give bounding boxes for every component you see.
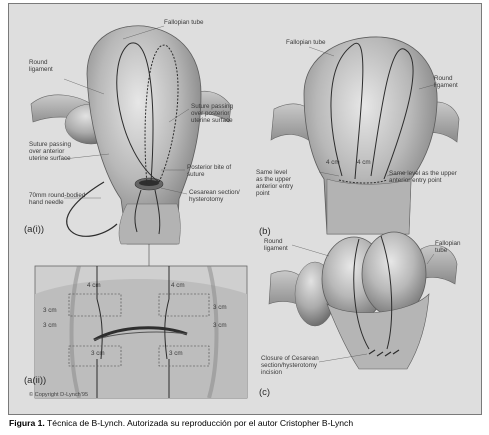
panel-a-ii-drawing: [34, 265, 248, 399]
panel-a-i-drawing: [30, 25, 232, 269]
label-cm-ii-left-top: 3 cm: [43, 307, 57, 314]
panel-label-c: (c): [259, 387, 271, 398]
caption-text: Técnica de B-Lynch. Autorizada su reprod…: [44, 418, 354, 428]
copyright-notice: © Copyright D-Lynch'95: [29, 392, 89, 398]
label-cm-ii-right-top: 3 cm: [213, 304, 227, 311]
label-needle: 70mm round-bodied hand needle: [29, 192, 86, 206]
label-cm-b-left: 4 cm: [326, 159, 340, 166]
label-cm-ii-top-left: 4 cm: [87, 282, 101, 289]
label-fallopian-tube-c: Fallopian tube: [435, 240, 461, 254]
label-round-ligament-b: Round ligament: [434, 75, 458, 89]
label-posterior-bite: Posterior bite of suture: [187, 164, 232, 178]
caption-prefix: Figura 1.: [9, 418, 45, 428]
label-round-ligament-a: Round ligament: [29, 59, 53, 73]
label-closure: Closure of Cesarean section/hysterotomy …: [261, 355, 319, 376]
label-fallopian-tube-b: Fallopian tube: [286, 39, 326, 46]
b-lynch-illustration: [30, 25, 460, 399]
label-same-level-right: Same level as the upper anterior entry p…: [389, 170, 457, 184]
label-cm-ii-bottom-left: 3 cm: [91, 350, 105, 357]
label-cm-ii-left-bottom: 3 cm: [43, 322, 57, 329]
label-cm-ii-bottom-right: 3 cm: [169, 350, 183, 357]
label-fallopian-tube-a: Fallopian tube: [164, 19, 204, 26]
panel-b-drawing: [270, 36, 460, 235]
label-cm-ii-right-bottom: 3 cm: [213, 322, 227, 329]
panel-c-drawing: [268, 231, 458, 370]
figure-caption: Figura 1. Técnica de B-Lynch. Autorizada…: [9, 418, 353, 428]
label-cm-ii-top-right: 4 cm: [171, 282, 185, 289]
label-cesarean-section: Cesarean section/ hysterotomy: [189, 189, 240, 203]
label-round-ligament-c: Round ligament: [264, 238, 288, 252]
label-suture-anterior: Suture passing over anterior uterine sur…: [29, 141, 72, 162]
panel-label-a-i: (a(i)): [24, 224, 45, 235]
label-cm-b-right: 4 cm: [357, 159, 371, 166]
panel-label-a-ii: (a(ii)): [24, 375, 47, 386]
figure-frame: (a(i)) (b) (a(ii)) (c) Fallopian tube Ro…: [8, 3, 482, 415]
panel-label-b: (b): [259, 226, 271, 237]
label-same-level-left: Same level as the upper anterior entry p…: [256, 169, 294, 197]
label-suture-posterior: Suture passing over posterior uterine su…: [191, 103, 234, 124]
